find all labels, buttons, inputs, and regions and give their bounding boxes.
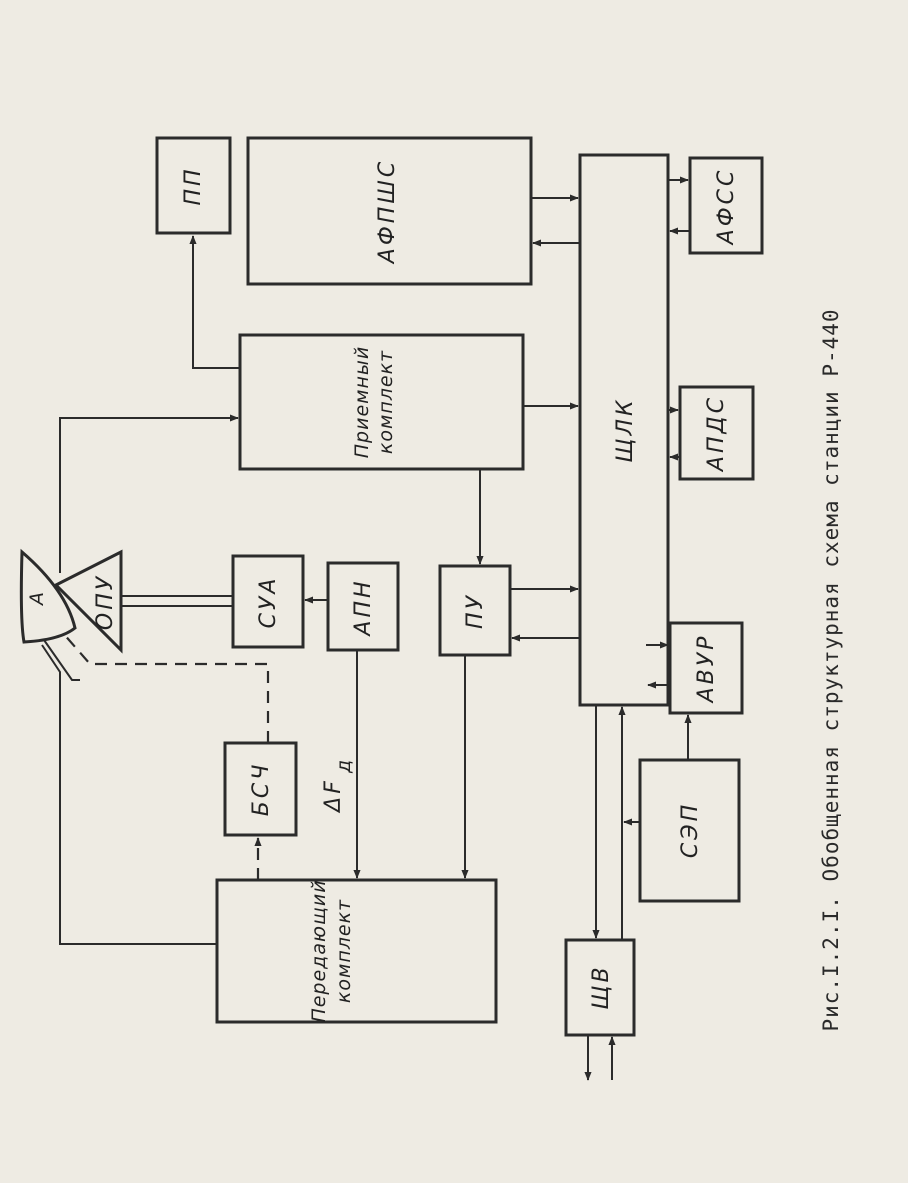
label-afpshs: АФПШС xyxy=(375,159,400,265)
block-priemny-komplekt xyxy=(238,333,525,471)
block-sep xyxy=(638,758,741,903)
block-afpshs xyxy=(246,136,533,286)
signal-label-sub: д xyxy=(333,759,355,774)
label-apn: АПН xyxy=(351,578,376,637)
label-afss: АФСС xyxy=(714,168,739,247)
line-peredayushchy-to-antenna xyxy=(41,644,217,945)
label-priemny-line1: Приемный xyxy=(351,346,373,459)
opu-trapezoid xyxy=(53,549,123,654)
block-apds xyxy=(678,385,755,481)
block-sua xyxy=(231,554,305,649)
antenna-dish xyxy=(19,548,77,644)
label-peredayushchy-line2: комплект xyxy=(333,899,355,1003)
line-antenna-feed-a xyxy=(43,639,80,681)
label-apds: АПДС xyxy=(704,395,729,473)
label-shchv: ЩВ xyxy=(589,964,614,1009)
block-pu xyxy=(438,564,512,657)
label-peredayushchy-line1: Передающий xyxy=(308,879,330,1022)
block-afss xyxy=(688,156,764,255)
label-opu: ОПУ xyxy=(93,574,118,630)
block-pp xyxy=(155,136,232,235)
block-apn xyxy=(326,561,400,652)
label-avur: АВУР xyxy=(694,634,719,705)
figure-caption: Рис.I.2.I. Обобщенная структурная схема … xyxy=(819,308,843,1031)
label-sep: СЭП xyxy=(678,802,703,858)
block-peredayushchy-komplekt xyxy=(215,878,498,1024)
block-shchv xyxy=(564,938,636,1037)
signal-label-main: ΔF xyxy=(321,778,346,814)
label-pu: ПУ xyxy=(463,593,488,629)
block-shchlk xyxy=(578,153,670,707)
label-shchlk: ЩЛК xyxy=(613,397,638,462)
line-bsch-to-antenna-dashed xyxy=(61,631,270,743)
label-priemny-line2: комплект xyxy=(375,350,397,454)
line-antenna-to-priemny xyxy=(59,414,239,573)
label-pp: ПП xyxy=(181,166,206,205)
label-antenna: А xyxy=(26,591,48,607)
line-priemny-to-pp xyxy=(189,235,240,369)
label-bsch: БСЧ xyxy=(249,762,274,817)
label-sua: СУА xyxy=(256,576,281,629)
block-avur xyxy=(668,621,744,715)
signal-label-delta-f: ΔF д xyxy=(321,759,355,814)
block-bsch xyxy=(223,741,298,837)
